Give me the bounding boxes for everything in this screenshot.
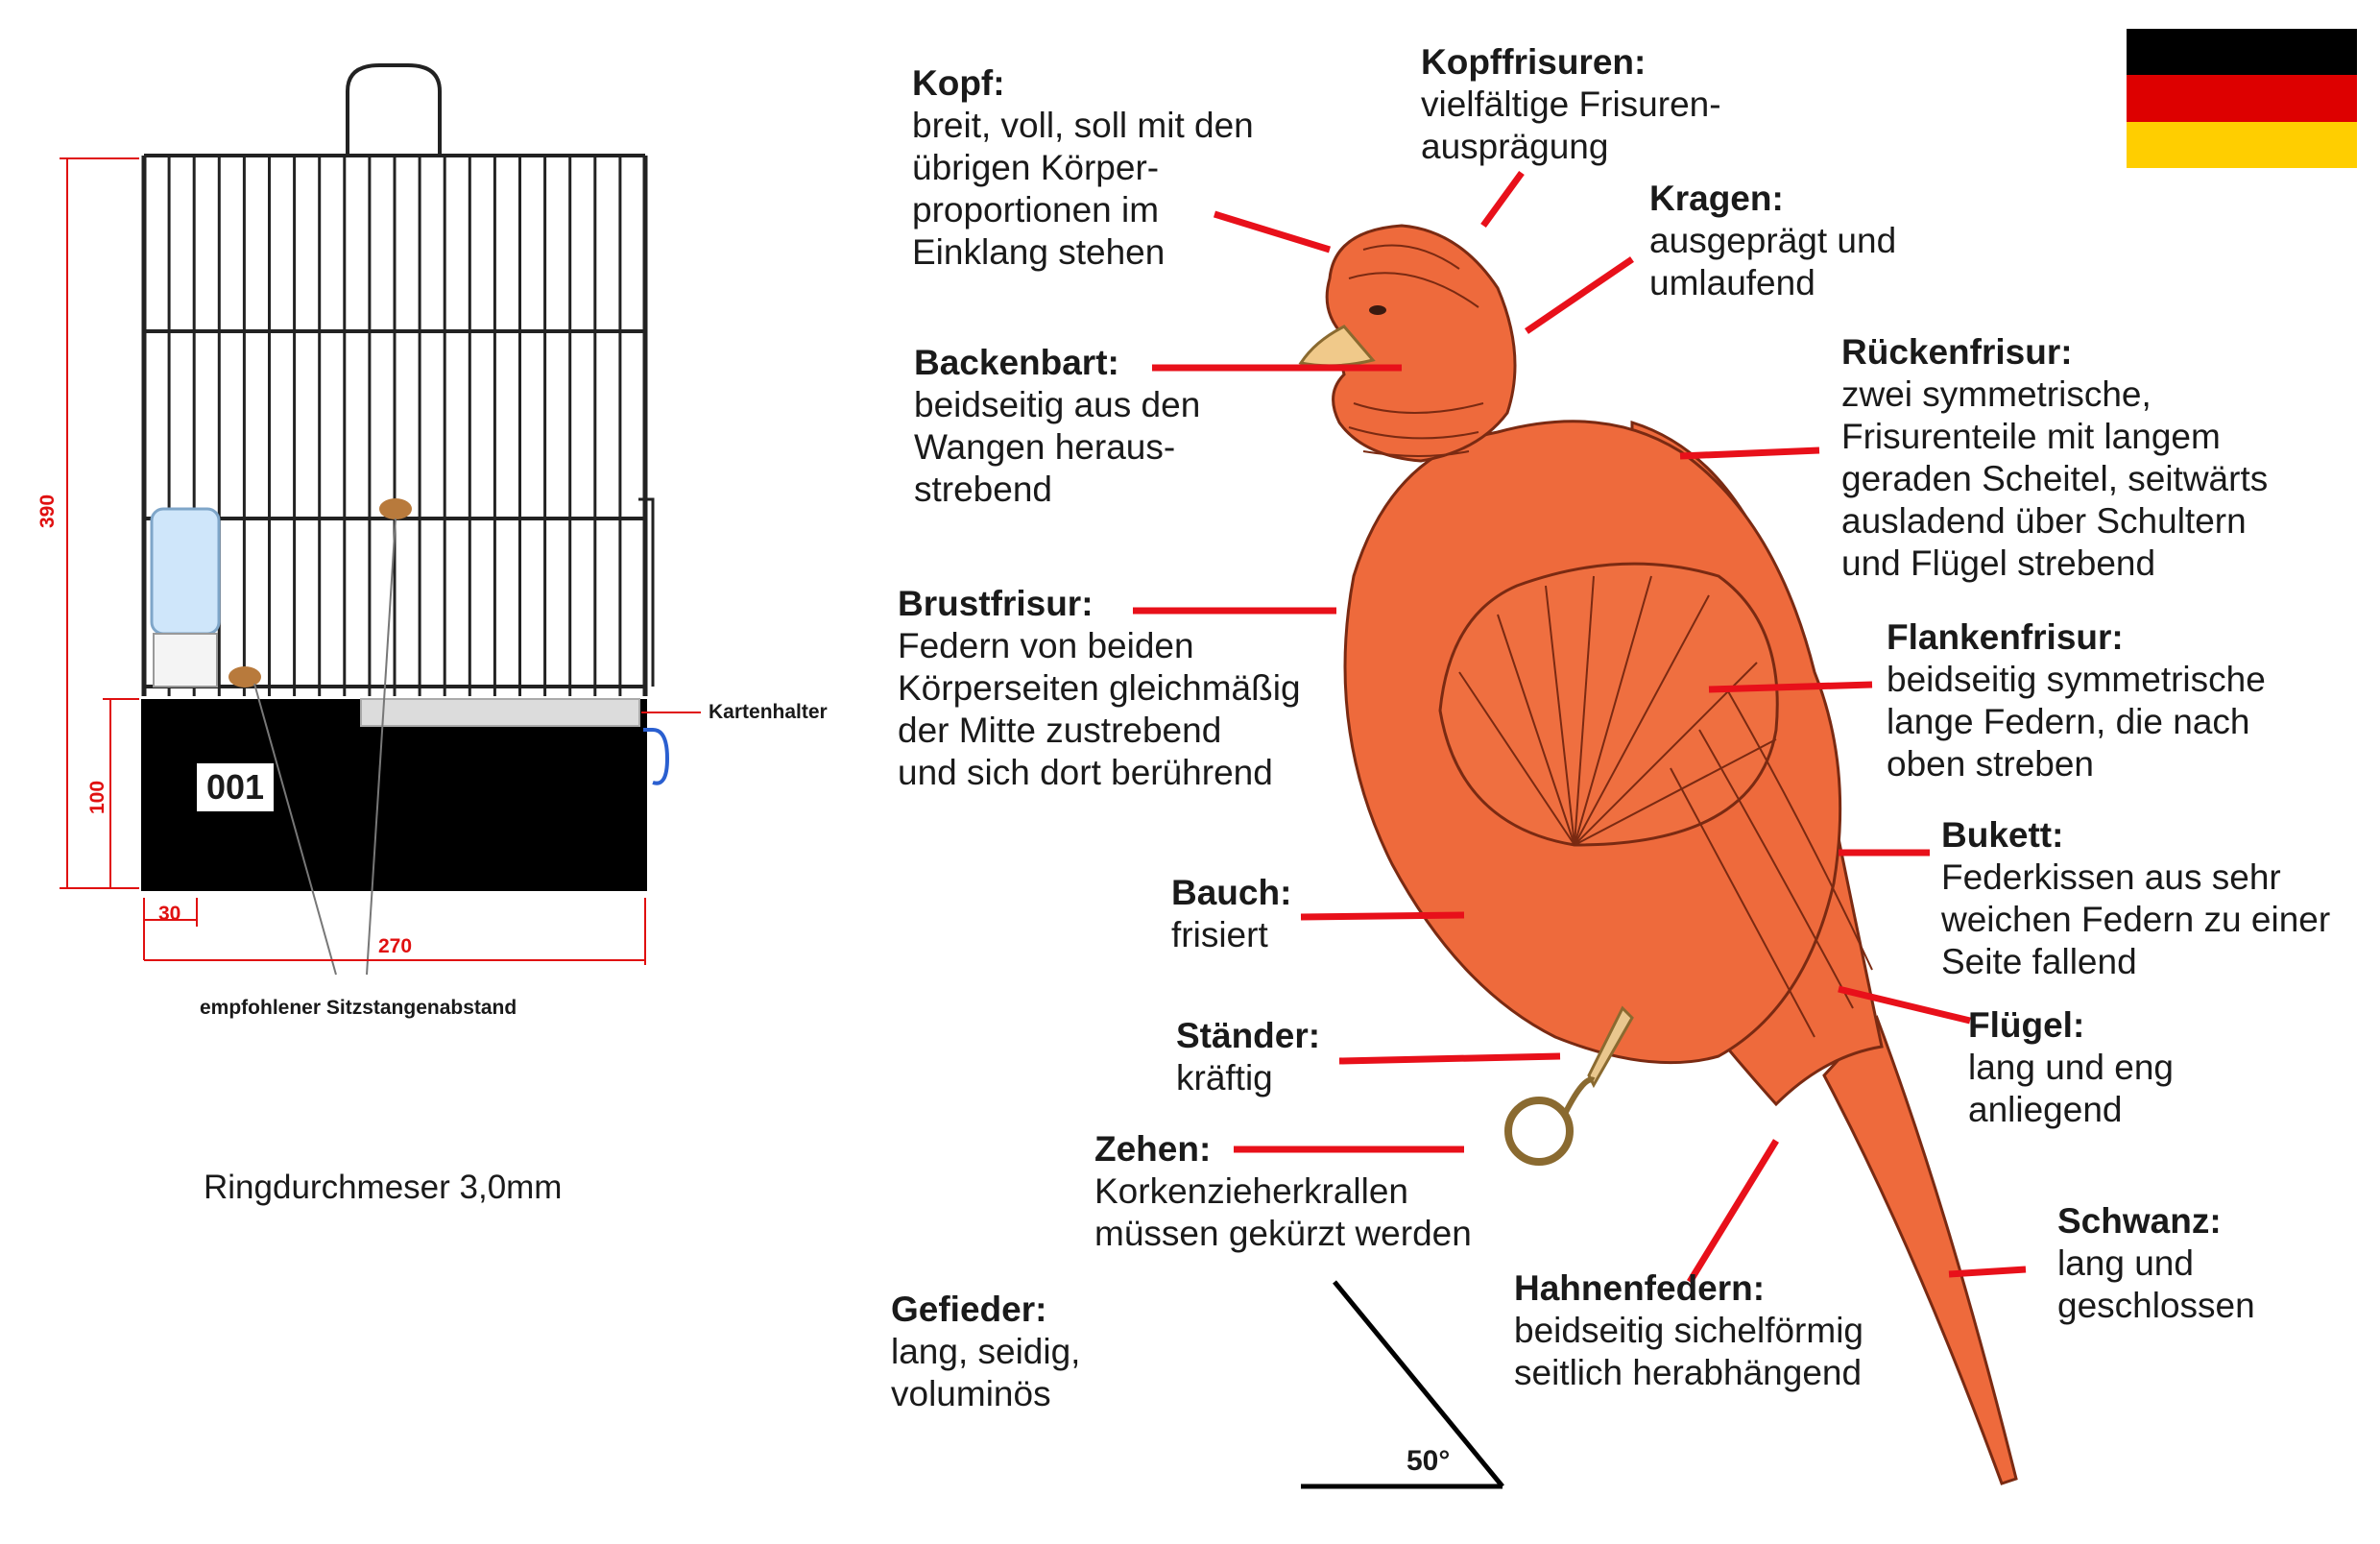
perch-bottom <box>228 666 261 688</box>
label-flankenfrisur-title: Flankenfrisur: <box>1887 617 2124 657</box>
label-brustfrisur-text: Federn von beiden Körperseiten gleichmäß… <box>898 626 1301 792</box>
perch-distance-label: empfohlener Sitzstangenabstand <box>200 997 517 1019</box>
label-schwanz: Schwanz: lang und geschlossen <box>2057 1200 2255 1327</box>
label-hahnenfedern: Hahnenfedern: beidseitig sichelförmig se… <box>1514 1267 1863 1394</box>
clip <box>643 728 670 785</box>
label-flankenfrisur-text: beidseitig symmetrische lange Federn, di… <box>1887 660 2266 784</box>
dimension-height-base: 100 <box>86 780 108 814</box>
cage-number: 001 <box>197 763 274 811</box>
dimension-height-total: 390 <box>36 494 59 528</box>
label-gefieder-title: Gefieder: <box>891 1290 1047 1329</box>
label-kragen: Kragen: ausgeprägt und umlaufend <box>1649 178 1896 304</box>
label-fluegel: Flügel: lang und eng anliegend <box>1968 1004 2174 1131</box>
label-fluegel-text: lang und eng anliegend <box>1968 1048 2174 1129</box>
bird-illustration <box>1298 224 2018 1485</box>
label-bukett-title: Bukett: <box>1941 815 2064 855</box>
label-zehen-title: Zehen: <box>1094 1129 1212 1169</box>
label-bukett-text: Federkissen aus sehr weichen Federn zu e… <box>1941 857 2331 981</box>
angle-triangle <box>1301 1280 1504 1489</box>
label-bukett: Bukett: Federkissen aus sehr weichen Fed… <box>1941 814 2330 983</box>
label-rueckenfrisur: Rückenfrisur: zwei symmetrische, Frisure… <box>1841 331 2268 585</box>
label-schwanz-text: lang und geschlossen <box>2057 1243 2255 1325</box>
label-staender: Ständer: kräftig <box>1176 1015 1320 1099</box>
label-backenbart-text: beidseitig aus den Wangen heraus- strebe… <box>914 385 1201 509</box>
angle-label: 50° <box>1406 1445 1451 1477</box>
flag-stripe-gold <box>2127 121 2357 168</box>
label-kragen-text: ausgeprägt und umlaufend <box>1649 221 1897 302</box>
cage-rails <box>144 154 645 688</box>
label-rueckenfrisur-text: zwei symmetrische, Frisurenteile mit lan… <box>1841 374 2269 583</box>
label-kopffrisuren: Kopffrisuren: vielfältige Frisuren- ausp… <box>1421 41 1721 168</box>
label-zehen-text: Korkenzieherkrallen müssen gekürzt werde… <box>1094 1171 1472 1253</box>
dimension-offset: 30 <box>158 903 181 925</box>
head-feather-lines <box>1348 244 1484 457</box>
label-staender-text: kräftig <box>1176 1058 1273 1098</box>
label-kragen-title: Kragen: <box>1649 179 1784 218</box>
dimension-width-total: 270 <box>378 935 413 957</box>
ring-diameter: Ringdurchmeser 3,0mm <box>204 1169 563 1206</box>
cage-handle <box>346 63 442 154</box>
label-kopffrisuren-title: Kopffrisuren: <box>1421 42 1647 82</box>
label-backenbart: Backenbart: beidseitig aus den Wangen he… <box>914 342 1200 511</box>
label-rueckenfrisur-title: Rückenfrisur: <box>1841 332 2073 372</box>
label-kopffrisuren-text: vielfältige Frisuren- ausprägung <box>1421 84 1721 166</box>
label-bauch: Bauch: frisiert <box>1171 872 1291 956</box>
perch-top <box>379 498 412 519</box>
label-gefieder: Gefieder: lang, seidig, voluminös <box>891 1289 1080 1415</box>
label-brustfrisur: Brustfrisur: Federn von beiden Körpersei… <box>898 583 1301 794</box>
wing-feather-lines <box>1670 690 1873 1038</box>
label-bauch-title: Bauch: <box>1171 873 1292 912</box>
card-holder <box>360 698 640 727</box>
label-hahnenfedern-text: beidseitig sichelförmig seitlich herabhä… <box>1514 1311 1864 1392</box>
label-kopf-text: breit, voll, soll mit den übrigen Körper… <box>912 106 1254 272</box>
flag-stripe-black <box>2127 29 2357 76</box>
german-flag <box>2127 29 2357 168</box>
label-staender-title: Ständer: <box>1176 1016 1321 1055</box>
label-schwanz-title: Schwanz: <box>2057 1201 2222 1241</box>
flank-feather-lines <box>1458 575 1777 846</box>
label-fluegel-title: Flügel: <box>1968 1005 2085 1045</box>
label-zehen: Zehen: Korkenzieherkrallen müssen gekürz… <box>1094 1128 1472 1255</box>
label-brustfrisur-title: Brustfrisur: <box>898 584 1094 623</box>
leader-lines <box>1133 170 2027 1284</box>
label-kopf: Kopf: breit, voll, soll mit den übrigen … <box>912 62 1254 274</box>
water-bottle <box>150 507 221 636</box>
label-backenbart-title: Backenbart: <box>914 343 1119 382</box>
label-bauch-text: frisiert <box>1171 915 1268 954</box>
label-flankenfrisur: Flankenfrisur: beidseitig symmetrische l… <box>1887 616 2266 785</box>
show-cage <box>60 63 701 976</box>
flag-stripe-red <box>2127 75 2357 122</box>
label-hahnenfedern-title: Hahnenfedern: <box>1514 1268 1766 1308</box>
card-holder-label: Kartenhalter <box>709 701 828 723</box>
dimension-lines <box>60 157 646 965</box>
label-kopf-title: Kopf: <box>912 63 1005 103</box>
cage-bars <box>167 156 622 696</box>
label-gefieder-text: lang, seidig, voluminös <box>891 1332 1081 1413</box>
